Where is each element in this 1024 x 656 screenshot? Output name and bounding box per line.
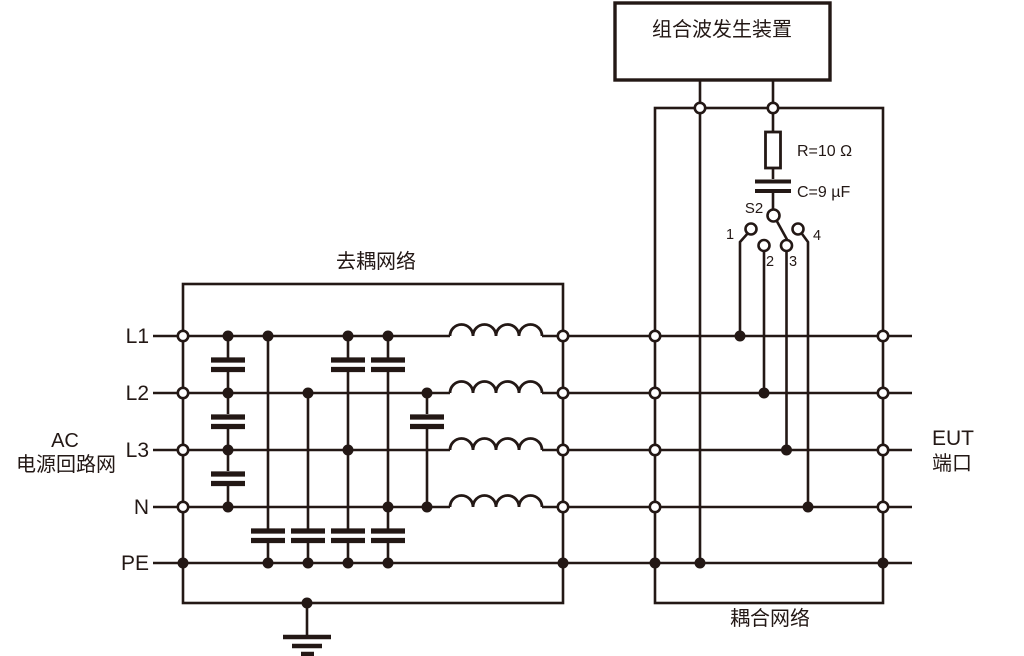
inductor-L1 (448, 323, 544, 337)
junction-dot (382, 330, 394, 342)
junction-dot (694, 557, 706, 569)
ac-source-caption: AC 电源回路网 (16, 430, 116, 476)
generator: 组合波发生装置 (613, 1, 832, 108)
junction-dot (802, 501, 814, 513)
switch-arm (775, 219, 789, 241)
ac-source-line2: 电源回路网 (16, 453, 116, 476)
switch-position-4-label: 4 (813, 228, 821, 244)
junction-dot (262, 330, 274, 342)
terminal (876, 443, 890, 457)
coupling-network-label: 耦合网络 (730, 607, 810, 630)
decoupling-network-box (181, 282, 565, 605)
switch-common-terminal (766, 208, 781, 223)
switch-label: S2 (745, 200, 763, 217)
switch-contact-3 (779, 238, 794, 253)
ground-symbol (283, 603, 331, 656)
junction-dot (342, 444, 354, 456)
decoupling-terminals (176, 329, 570, 514)
ac-source-line1: AC (51, 430, 79, 452)
junction-dot (302, 557, 314, 569)
eut-port-line1: EUT (932, 427, 974, 450)
terminal (693, 101, 707, 115)
line-label-N: N (134, 496, 149, 519)
line-label-L3: L3 (126, 439, 149, 462)
terminal (766, 101, 780, 115)
terminal (556, 329, 570, 343)
junction-dot (222, 330, 234, 342)
junction-dot (262, 557, 274, 569)
switch-s2: S2 1 2 3 4 (726, 200, 821, 270)
generator-box (613, 1, 832, 82)
line-label-L1: L1 (126, 325, 149, 348)
junction-dot (877, 557, 889, 569)
surge-branch: R=10 Ω C=9 µF S2 1 2 3 4 (726, 108, 852, 507)
contact-1-to-L1-wire (738, 231, 750, 336)
line-label-L2: L2 (126, 382, 149, 405)
junction-dot (302, 387, 314, 399)
ground-bars (283, 634, 331, 656)
junction-dot (222, 387, 234, 399)
terminal (176, 443, 190, 457)
decoupling-network-label: 去耦网络 (336, 250, 416, 273)
terminal (556, 443, 570, 457)
contact-4-to-N-wire (799, 231, 810, 507)
terminal (556, 386, 570, 400)
terminal (648, 329, 662, 343)
junction-dot (382, 557, 394, 569)
junction-dot (342, 330, 354, 342)
switch-position-3-label: 3 (789, 254, 797, 270)
switch-contact-1 (744, 222, 758, 236)
coupling-junction-dots (649, 330, 889, 569)
resistor-symbol (764, 130, 782, 170)
junction-dot (342, 557, 354, 569)
capacitor-symbol (755, 179, 791, 193)
junction-dot (734, 330, 746, 342)
terminal (176, 329, 190, 343)
terminal (648, 500, 662, 514)
junction-dot (557, 557, 569, 569)
inductor-L2 (448, 380, 544, 394)
coupling-network: 耦合网络 R=10 Ω C=9 µF S2 1 2 3 4 (648, 101, 890, 630)
junction-dot (177, 557, 189, 569)
junction-dot (649, 557, 661, 569)
terminal (876, 500, 890, 514)
line-label-PE: PE (121, 552, 149, 575)
junction-dot (222, 444, 234, 456)
junction-dot (421, 387, 433, 399)
terminal (648, 386, 662, 400)
inductor-L3 (448, 437, 544, 451)
junction-dot (421, 501, 433, 513)
switch-contact-2 (757, 238, 771, 253)
junction-dot (222, 501, 234, 513)
eut-port-caption: EUT 端口 (932, 427, 974, 475)
terminal (176, 386, 190, 400)
decoupling-network: 去耦网络 (176, 250, 570, 609)
eut-port-line2: 端口 (932, 452, 972, 475)
coupling-terminals (648, 101, 890, 514)
decoupling-capacitor-plates (211, 357, 444, 544)
junction-dot (382, 501, 394, 513)
terminal (648, 443, 662, 457)
resistor-label: R=10 Ω (797, 143, 852, 160)
generator-label: 组合波发生装置 (652, 18, 792, 41)
capacitor-label: C=9 µF (797, 184, 850, 201)
terminal (876, 386, 890, 400)
junction-dot (781, 444, 792, 456)
switch-position-2-label: 2 (766, 254, 774, 270)
junction-dot (758, 387, 770, 399)
power-line-rows: L1 L2 L3 N PE (121, 325, 912, 575)
switch-contact-4 (791, 222, 805, 236)
switch-position-1-label: 1 (726, 227, 734, 243)
inductor-N (448, 494, 544, 508)
terminal (556, 500, 570, 514)
decoupling-junction-dots (177, 330, 569, 609)
terminal (876, 329, 890, 343)
terminal (176, 500, 190, 514)
